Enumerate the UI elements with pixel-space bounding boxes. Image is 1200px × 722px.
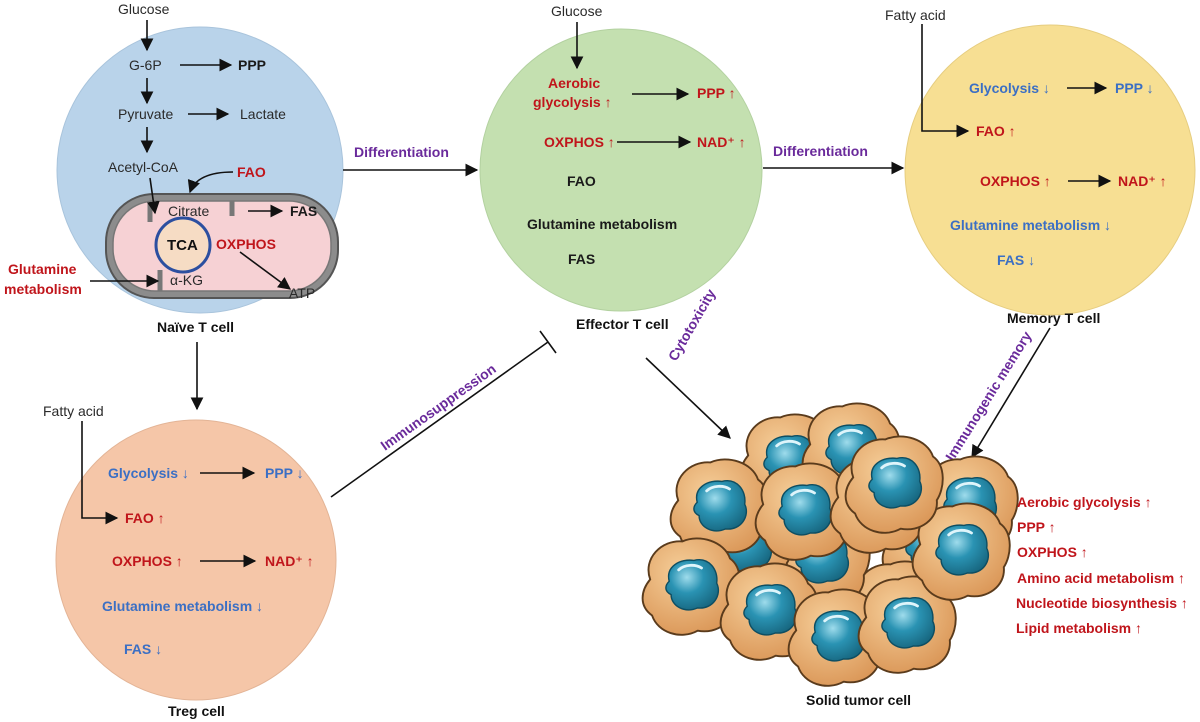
effector-t-cell-circle xyxy=(479,28,763,312)
naive-fao-label: FAO xyxy=(237,164,266,180)
memory-nad-label: NAD⁺ ↑ xyxy=(1118,173,1167,189)
treg-cell-caption: Treg cell xyxy=(168,703,225,719)
naive-t-cell-caption: Naïve T cell xyxy=(157,319,234,335)
naive-citrate-label: Citrate xyxy=(168,203,209,219)
naive-glutamine-label-1: Glutamine xyxy=(8,261,77,277)
memory-glutamine-label: Glutamine metabolism ↓ xyxy=(950,217,1111,233)
naive-lactate-label: Lactate xyxy=(240,106,286,122)
naive-tca-label: TCA xyxy=(167,237,198,254)
naive-ppp-label: PPP xyxy=(238,57,266,73)
memory-oxphos-label: OXPHOS ↑ xyxy=(980,173,1051,189)
tca-cycle xyxy=(154,216,212,274)
naive-g6p-label: G-6P xyxy=(129,57,162,73)
memory-fatty-acid-label: Fatty acid xyxy=(885,7,946,23)
effector-t-cell-caption: Effector T cell xyxy=(576,316,669,332)
effector-nad-label: NAD⁺ ↑ xyxy=(697,134,746,150)
treg-glycolysis-label: Glycolysis ↓ xyxy=(108,465,189,481)
tumor-trait: Nucleotide biosynthesis ↑ xyxy=(1016,595,1188,611)
naive-oxphos-label: OXPHOS xyxy=(216,236,276,252)
naive-fas-label: FAS xyxy=(290,203,317,219)
immunogenic-memory-label: Immunogenic memory xyxy=(942,328,1035,463)
treg-ppp-label: PPP ↓ xyxy=(265,465,304,481)
solid-tumor-caption: Solid tumor cell xyxy=(806,692,911,708)
treg-fao-label: FAO ↑ xyxy=(125,510,165,526)
differentiation-label-2: Differentiation xyxy=(773,143,868,159)
naive-glucose-label: Glucose xyxy=(118,1,170,17)
tumor-trait: PPP ↑ xyxy=(1017,519,1056,535)
memory-ppp-label: PPP ↓ xyxy=(1115,80,1154,96)
memory-fao-label: FAO ↑ xyxy=(976,123,1016,139)
effector-glutamine-label: Glutamine metabolism xyxy=(527,216,677,232)
treg-cell-circle xyxy=(55,419,337,701)
naive-akg-label: α-KG xyxy=(170,272,203,288)
differentiation-label-1: Differentiation xyxy=(354,144,449,160)
effector-aerobic-label-2: glycolysis ↑ xyxy=(533,94,612,110)
tumor-trait: Lipid metabolism ↑ xyxy=(1016,620,1142,636)
memory-fas-label: FAS ↓ xyxy=(997,252,1035,268)
memory-t-cell-circle xyxy=(904,24,1196,316)
naive-pyruvate-label: Pyruvate xyxy=(118,106,173,122)
treg-fatty-acid-label: Fatty acid xyxy=(43,403,104,419)
treg-fas-label: FAS ↓ xyxy=(124,641,162,657)
treg-glutamine-label: Glutamine metabolism ↓ xyxy=(102,598,263,614)
effector-glucose-label: Glucose xyxy=(551,3,603,19)
effector-ppp-label: PPP ↑ xyxy=(697,85,736,101)
naive-atp-label: ATP xyxy=(289,285,315,301)
tumor-trait: Amino acid metabolism ↑ xyxy=(1017,570,1185,586)
immunosuppression-label: Immunosuppression xyxy=(377,360,498,453)
naive-glutamine-label-2: metabolism xyxy=(4,281,82,297)
effector-oxphos-label: OXPHOS ↑ xyxy=(544,134,615,150)
effector-fas-label: FAS xyxy=(568,251,595,267)
treg-nad-label: NAD⁺ ↑ xyxy=(265,553,314,569)
memory-glycolysis-label: Glycolysis ↓ xyxy=(969,80,1050,96)
tumor-trait: Aerobic glycolysis ↑ xyxy=(1017,494,1152,510)
treg-oxphos-label: OXPHOS ↑ xyxy=(112,553,183,569)
memory-t-cell-caption: Memory T cell xyxy=(1007,310,1100,326)
effector-fao-label: FAO xyxy=(567,173,596,189)
tumor-trait: OXPHOS ↑ xyxy=(1017,544,1088,560)
effector-aerobic-label-1: Aerobic xyxy=(548,75,600,91)
naive-acetyl-coa-label: Acetyl-CoA xyxy=(108,159,179,175)
